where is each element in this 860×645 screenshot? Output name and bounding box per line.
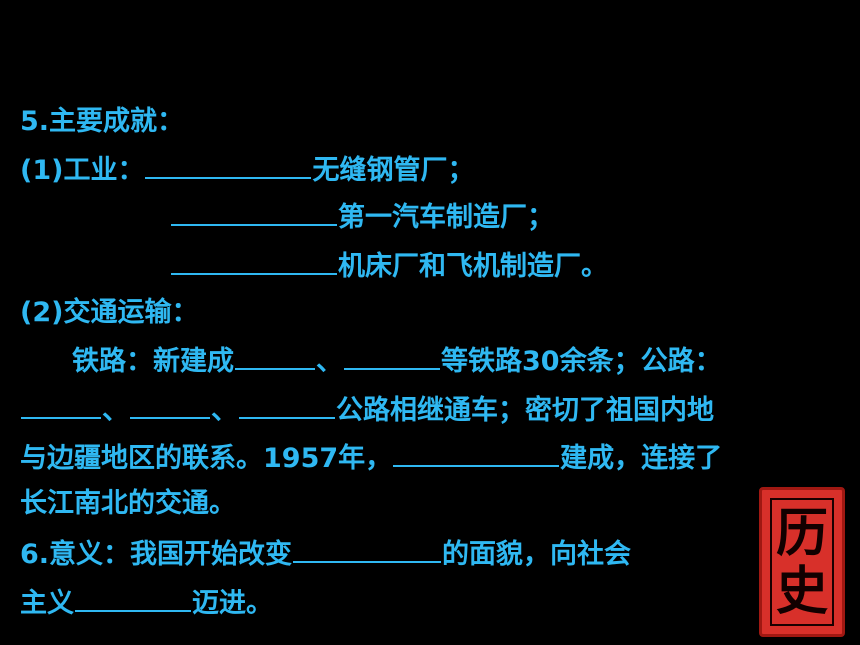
- stamp-border: [770, 498, 834, 626]
- transport-heading: (2)交通运输：: [20, 293, 198, 333]
- bridge-suffix: 建成，连接了: [560, 443, 723, 474]
- blank-socialism: [75, 582, 191, 612]
- industry-item-1: 无缝钢管厂；: [312, 155, 475, 186]
- meaning-suffix: 的面貌，向社会: [442, 539, 632, 570]
- yangtze-text: 长江南北的交通。: [20, 488, 236, 519]
- blank-rail-2: [344, 340, 440, 370]
- rail-suffix: 等铁路30余条；公路：: [441, 346, 722, 377]
- socialism-line: 主义 迈进。: [20, 582, 273, 622]
- separator-3: 、: [211, 395, 238, 426]
- blank-industry-2: [171, 196, 337, 226]
- blank-road-3: [239, 389, 335, 419]
- rail-line: 铁路：新建成 、 等铁路30余条；公路：: [72, 340, 722, 380]
- socialism-suffix: 迈进。: [192, 588, 273, 619]
- bridge-line: 与边疆地区的联系。1957年， 建成，连接了: [20, 437, 722, 477]
- separator-1: 、: [316, 346, 343, 377]
- stamp-char-li: 历: [775, 503, 828, 564]
- meaning-prefix: 6.意义：我国开始改变: [20, 539, 293, 570]
- yangtze-line: 长江南北的交通。: [20, 484, 236, 524]
- road-suffix: 公路相继通车；密切了祖国内地: [336, 395, 714, 426]
- history-stamp-logo: 历 史: [759, 487, 845, 637]
- heading-text: 5.主要成就：: [20, 106, 185, 137]
- meaning-line: 6.意义：我国开始改变 的面貌，向社会: [20, 533, 631, 573]
- bridge-prefix: 与边疆地区的联系。1957年，: [20, 443, 393, 474]
- industry-item-3: 机床厂和飞机制造厂。: [338, 251, 608, 282]
- transport-label: (2)交通运输：: [20, 297, 199, 328]
- industry-item-2: 第一汽车制造厂；: [338, 202, 554, 233]
- industry-line-1: (1)工业： 无缝钢管厂；: [20, 149, 474, 189]
- industry-line-2: 第一汽车制造厂；: [170, 196, 554, 236]
- socialism-prefix: 主义: [20, 588, 74, 619]
- stamp-char-shi: 史: [775, 561, 828, 622]
- blank-bridge: [393, 437, 560, 467]
- separator-2: 、: [102, 395, 129, 426]
- blank-road-1: [21, 389, 101, 419]
- road-line: 、 、 公路相继通车；密切了祖国内地: [20, 389, 714, 429]
- industry-label: (1)工业：: [20, 155, 145, 186]
- blank-road-2: [130, 389, 210, 419]
- heading-achievements: 5.主要成就：: [20, 102, 184, 142]
- blank-industry-3: [171, 245, 337, 275]
- blank-rail-1: [235, 340, 315, 370]
- industry-line-3: 机床厂和飞机制造厂。: [170, 245, 608, 285]
- blank-industry-1: [145, 149, 312, 179]
- blank-meaning: [293, 533, 442, 563]
- rail-prefix: 铁路：新建成: [72, 346, 234, 377]
